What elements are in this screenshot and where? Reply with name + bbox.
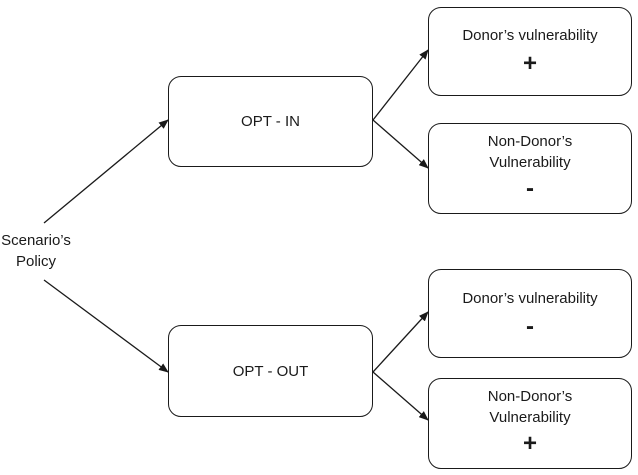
arrow-opt-out-to-outcome-1 <box>372 311 429 373</box>
minus-sign: - <box>526 313 534 340</box>
arrow-root-to-opt-in <box>43 119 169 224</box>
outcome-box-opt-in-donor: Donor’s vulnerability + <box>428 7 632 96</box>
outcome-box-opt-out-non-donor: Non-Donor’s Vulnerability + <box>428 378 632 469</box>
outcome-text-line1: Non-Donor’s <box>487 388 573 405</box>
root-label-line2: Policy <box>15 253 56 270</box>
plus-sign: + <box>522 50 537 77</box>
outcome-box-opt-in-non-donor: Non-Donor’s Vulnerability - <box>428 123 632 214</box>
outcome-text-line2: Vulnerability <box>489 409 571 426</box>
arrow-opt-out-to-outcome-2 <box>372 371 429 421</box>
policy-box-opt-in: OPT - IN <box>168 76 373 167</box>
outcome-box-opt-out-donor: Donor’s vulnerability - <box>428 269 632 358</box>
outcome-text: Donor’s vulnerability <box>462 27 598 44</box>
arrow-opt-in-to-outcome-2 <box>372 119 429 169</box>
policy-box-opt-out: OPT - OUT <box>168 325 373 417</box>
policy-label-opt-out: OPT - OUT <box>232 362 309 380</box>
arrow-root-to-opt-out <box>43 279 169 373</box>
outcome-text-line2: Vulnerability <box>489 154 571 171</box>
policy-label-opt-in: OPT - IN <box>241 113 300 130</box>
root-node-scenario-policy: Scenario’s Policy <box>0 230 76 272</box>
arrow-opt-in-to-outcome-1 <box>372 49 429 121</box>
minus-sign: - <box>526 175 534 202</box>
outcome-text-line1: Non-Donor’s <box>487 133 573 150</box>
root-label-line1: Scenario’s <box>1 232 71 249</box>
outcome-text: Donor’s vulnerability <box>462 290 598 307</box>
plus-sign: + <box>522 430 537 457</box>
